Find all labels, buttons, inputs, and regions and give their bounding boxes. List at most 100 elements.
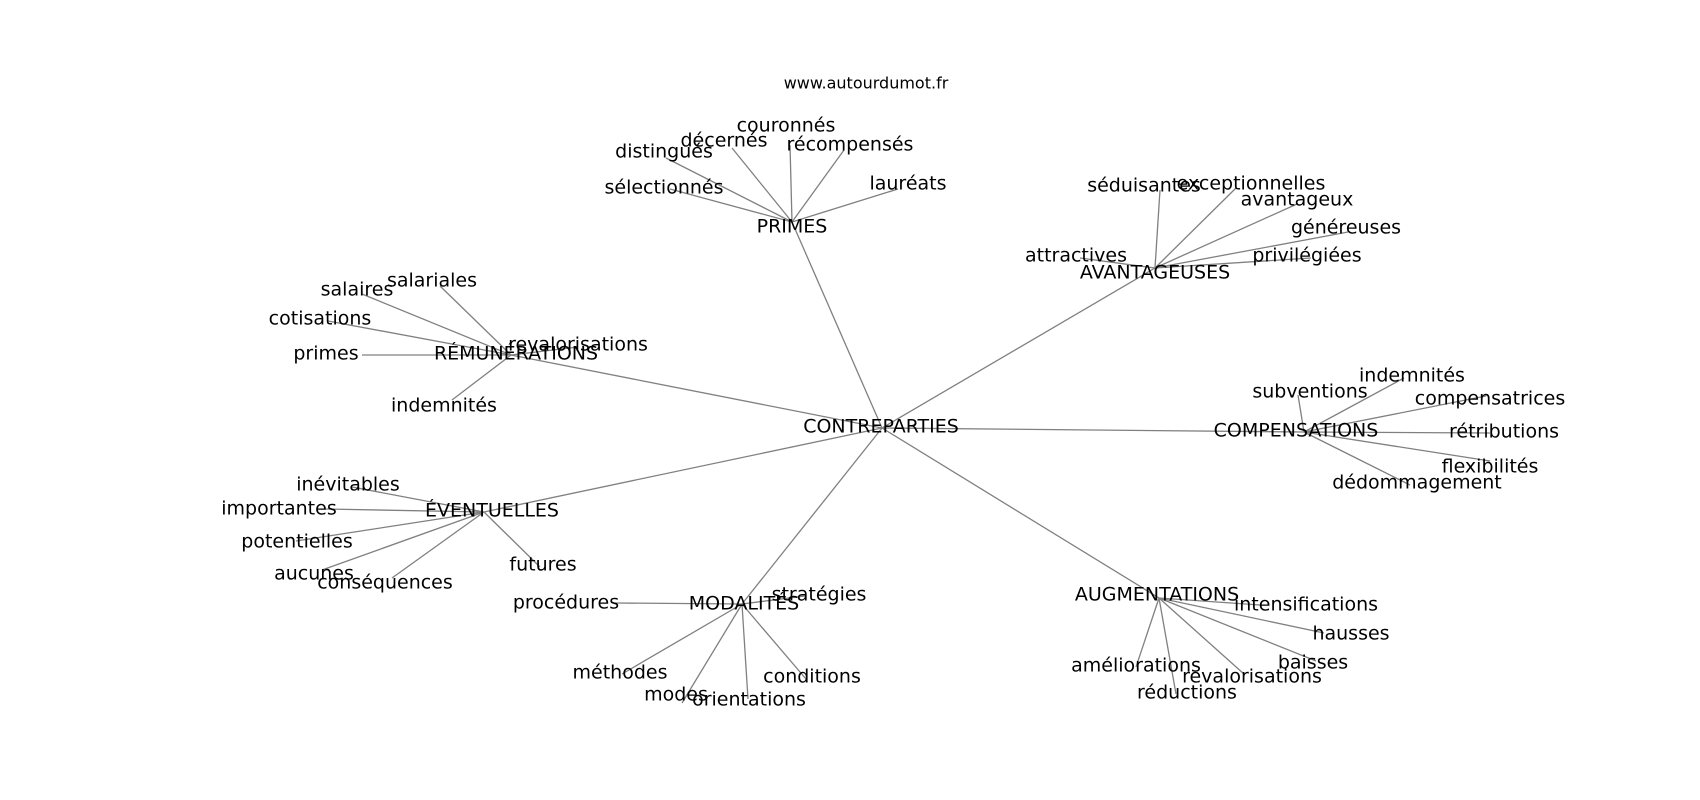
word-modalites-conditions: conditions bbox=[763, 666, 861, 688]
edge-eventuelles-futures bbox=[483, 511, 541, 568]
edge-avantageuses-genereuses bbox=[1154, 231, 1349, 269]
edge-remunerations-salaires bbox=[361, 293, 512, 356]
word-remunerations-salaires: salaires bbox=[321, 279, 394, 301]
hub-modalites: MODALITÉS bbox=[689, 592, 800, 615]
word-modalites-strategies: stratégies bbox=[772, 584, 867, 606]
hub-augmentations: AUGMENTATIONS bbox=[1075, 584, 1239, 606]
word-avantageuses-attractives: attractives bbox=[1025, 245, 1127, 267]
word-primes-selectionnes: sélectionnés bbox=[604, 177, 723, 199]
edge-augmentations-revalorisations bbox=[1158, 597, 1245, 675]
edge-eventuelles-aucunes bbox=[321, 511, 485, 571]
graph-labels: www.autourdumot.fr CONTREPARTIES couronn… bbox=[221, 74, 1565, 711]
edge-center-avantageuses bbox=[881, 267, 1156, 429]
edge-modalites-strategies bbox=[741, 595, 806, 605]
word-remunerations-revalorisations: revalorisations bbox=[508, 334, 648, 356]
edge-remunerations-indemnites bbox=[451, 354, 512, 401]
word-augmentations-ameliorations: améliorations bbox=[1071, 655, 1201, 677]
edge-augmentations-ameliorations bbox=[1135, 597, 1160, 668]
edge-modalites-modes bbox=[681, 603, 743, 704]
word-avantageuses-genereuses: généreuses bbox=[1291, 217, 1401, 239]
word-compensations-compensatrices: compensatrices bbox=[1415, 388, 1566, 410]
graph-edges bbox=[295, 144, 1491, 704]
word-eventuelles-inevitables: inévitables bbox=[296, 474, 400, 496]
edge-remunerations-cotisations bbox=[327, 320, 512, 356]
word-augmentations-intensifications: intensifications bbox=[1234, 594, 1378, 616]
site-credit: www.autourdumot.fr bbox=[784, 74, 949, 93]
word-primes-laureats: lauréats bbox=[869, 173, 946, 195]
edge-primes-distingues bbox=[665, 157, 793, 223]
word-compensations-flexibilites: flexibilités bbox=[1442, 456, 1539, 478]
hub-avantageuses: AVANTAGEUSES bbox=[1080, 262, 1230, 284]
hub-primes: PRIMES bbox=[757, 216, 828, 238]
word-compensations-dedommagement: dédommagement bbox=[1332, 472, 1502, 494]
edge-augmentations-reductions bbox=[1158, 597, 1177, 695]
word-eventuelles-importantes: importantes bbox=[221, 498, 336, 520]
edge-avantageuses-seduisantes bbox=[1154, 189, 1161, 269]
edge-center-augmentations bbox=[881, 427, 1160, 599]
hub-compensations: COMPENSATIONS bbox=[1214, 420, 1379, 442]
edge-primes-decernes bbox=[731, 147, 793, 223]
edge-avantageuses-exceptionnelles bbox=[1154, 187, 1237, 269]
word-compensations-indemnites: indemnités bbox=[1359, 365, 1465, 387]
edge-compensations-flexibilites bbox=[1303, 431, 1491, 462]
edge-augmentations-hausses bbox=[1158, 597, 1325, 634]
word-remunerations-cotisations: cotisations bbox=[269, 308, 372, 330]
word-avantageuses-privilegiees: privilégiées bbox=[1252, 245, 1361, 267]
edge-compensations-compensatrices bbox=[1303, 395, 1487, 433]
word-eventuelles-aucunes: aucunes bbox=[274, 563, 354, 585]
word-avantageuses-exceptionnelles: exceptionnelles bbox=[1177, 173, 1326, 195]
edge-eventuelles-importantes bbox=[324, 508, 485, 513]
word-primes-decernes: décernés bbox=[681, 130, 768, 152]
edge-augmentations-baisses bbox=[1158, 597, 1317, 662]
edge-center-primes bbox=[791, 221, 883, 429]
edge-modalites-procedures bbox=[614, 602, 743, 605]
edge-remunerations-salariales bbox=[439, 285, 512, 356]
word-augmentations-revalorisations: revalorisations bbox=[1182, 666, 1322, 688]
hub-eventuelles: ÉVENTUELLES bbox=[425, 499, 559, 522]
word-primes-distingues: distingués bbox=[615, 141, 713, 163]
word-avantageuses-seduisantes: séduisantes bbox=[1087, 175, 1201, 197]
edge-avantageuses-attractives bbox=[1079, 257, 1156, 269]
edge-center-eventuelles bbox=[483, 427, 883, 513]
edge-primes-recompenses bbox=[791, 149, 845, 223]
edge-modalites-methodes bbox=[621, 603, 743, 675]
edge-avantageuses-avantageux bbox=[1154, 203, 1298, 269]
edge-center-modalites bbox=[741, 427, 883, 605]
edge-primes-laureats bbox=[791, 188, 899, 223]
edge-eventuelles-inevitables bbox=[351, 486, 485, 513]
word-remunerations-primes: primes bbox=[293, 343, 358, 365]
edge-center-remunerations bbox=[510, 354, 883, 429]
word-eventuelles-consequences: conséquences bbox=[317, 572, 453, 594]
edge-compensations-dedommagement bbox=[1303, 431, 1411, 486]
hub-remunerations: RÉMUNÉRATIONS bbox=[434, 342, 598, 365]
word-modalites-modes: modes bbox=[644, 684, 708, 706]
word-augmentations-baisses: baisses bbox=[1278, 652, 1348, 674]
word-primes-couronnes: couronnés bbox=[737, 115, 836, 137]
edge-center-compensations bbox=[881, 427, 1305, 433]
word-modalites-orientations: orientations bbox=[692, 689, 806, 711]
edge-eventuelles-consequences bbox=[391, 511, 485, 579]
edge-modalites-orientations bbox=[741, 603, 749, 700]
word-modalites-procedures: procédures bbox=[513, 592, 619, 614]
word-eventuelles-futures: futures bbox=[509, 554, 576, 576]
edge-eventuelles-potentielles bbox=[295, 511, 485, 542]
edge-compensations-indemnites bbox=[1303, 377, 1405, 433]
word-compensations-retributions: rétributions bbox=[1449, 421, 1559, 443]
center-word: CONTREPARTIES bbox=[803, 416, 959, 438]
word-augmentations-hausses: hausses bbox=[1312, 623, 1389, 645]
word-avantageuses-avantageux: avantageux bbox=[1241, 189, 1354, 211]
edge-compensations-retributions bbox=[1303, 431, 1491, 434]
edge-primes-selectionnes bbox=[669, 188, 793, 223]
edge-modalites-conditions bbox=[741, 603, 807, 680]
word-modalites-methodes: méthodes bbox=[573, 662, 668, 684]
edge-augmentations-intensifications bbox=[1158, 597, 1261, 606]
word-primes-recompenses: récompensés bbox=[787, 134, 914, 156]
edge-avantageuses-privilegiees bbox=[1154, 257, 1312, 269]
word-remunerations-indemnites: indemnités bbox=[391, 395, 497, 417]
edge-compensations-subventions bbox=[1297, 394, 1305, 433]
word-augmentations-reductions: réductions bbox=[1137, 682, 1237, 704]
word-remunerations-salariales: salariales bbox=[387, 270, 477, 292]
word-eventuelles-potentielles: potentielles bbox=[241, 531, 352, 553]
edge-remunerations-revalorisations bbox=[510, 346, 579, 356]
